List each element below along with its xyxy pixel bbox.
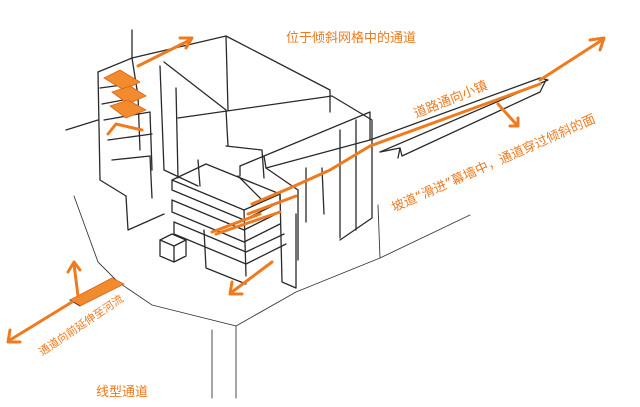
small-cube (159, 233, 187, 263)
floor-slabs (171, 163, 297, 289)
label-linear-passage: 线型通道 (96, 385, 148, 400)
orange-stair-top (103, 69, 147, 119)
label-grid-passage: 位于倾斜网格中的通道 (286, 30, 416, 46)
left-tower (65, 29, 165, 231)
orange-arrows (6, 36, 606, 344)
curtain-wall (237, 111, 371, 261)
main-frame (131, 35, 373, 241)
orange-passage (106, 122, 372, 234)
site-outline (73, 195, 471, 399)
